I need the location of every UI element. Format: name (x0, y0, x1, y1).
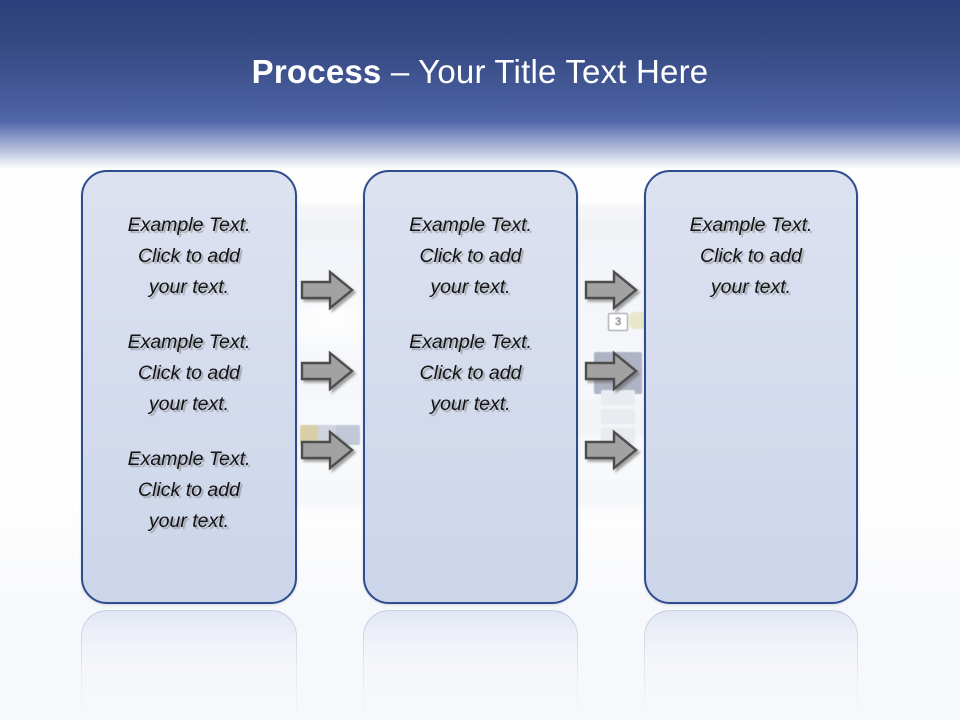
title-band-fade (0, 122, 960, 168)
process-box-1-paragraph-1[interactable]: Example Text. Click to add your text. (127, 214, 251, 298)
process-box-1-paragraph-3[interactable]: Example Text. Click to add your text. (127, 448, 251, 532)
arrow-right-icon[interactable] (300, 429, 354, 471)
process-box-3-paragraph-1[interactable]: Example Text. Click to add your text. (689, 214, 813, 298)
process-box-2-paragraph-1[interactable]: Example Text. Click to add your text. (409, 214, 532, 298)
title-band (0, 0, 960, 122)
box-2-reflection (363, 610, 578, 720)
box-3-reflection (644, 610, 858, 720)
arrow-right-icon[interactable] (584, 269, 638, 311)
arrow-right-icon[interactable] (300, 350, 354, 392)
arrow-right-icon[interactable] (584, 429, 638, 471)
background-badge-count: 3 (608, 313, 628, 331)
page-title-rest: – Your Title Text Here (381, 53, 709, 90)
process-box-2[interactable]: Example Text. Click to add your text. Ex… (363, 170, 578, 604)
arrow-right-icon[interactable] (584, 350, 638, 392)
page-title: Process – Your Title Text Here (0, 52, 960, 92)
process-box-1-paragraph-2[interactable]: Example Text. Click to add your text. (127, 331, 251, 415)
page-title-strong: Process (251, 53, 382, 90)
background-ui-bar-1 (601, 390, 635, 405)
process-box-2-paragraph-2[interactable]: Example Text. Click to add your text. (409, 331, 532, 415)
background-ui-bar-2 (601, 409, 635, 424)
process-box-1[interactable]: Example Text. Click to add your text. Ex… (81, 170, 297, 604)
arrow-right-icon[interactable] (300, 269, 354, 311)
box-1-reflection (81, 610, 297, 720)
process-box-3[interactable]: Example Text. Click to add your text. (644, 170, 858, 604)
